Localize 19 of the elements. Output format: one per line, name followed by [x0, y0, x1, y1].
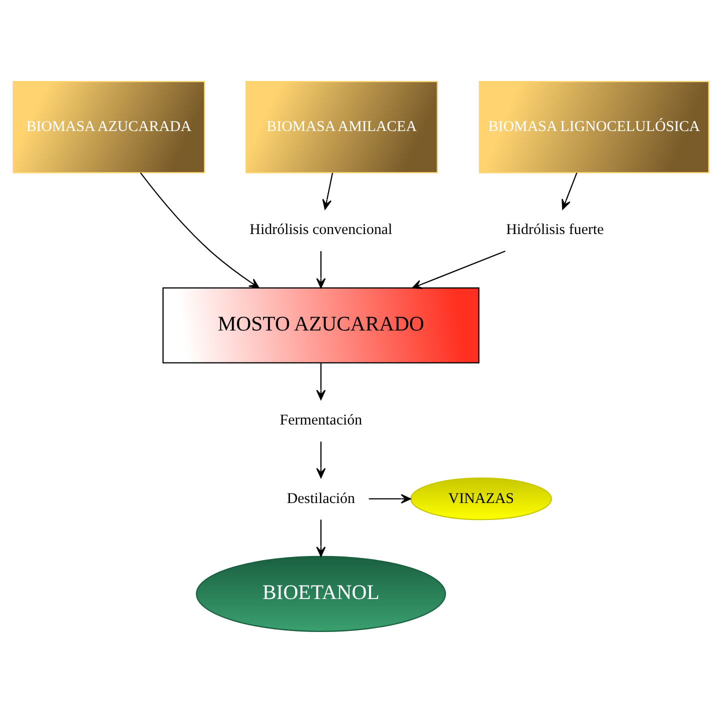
arrow [140, 172, 260, 288]
arrow [316, 442, 326, 478]
node-ellipse: VINAZAS [410, 478, 552, 520]
node-ellipse: BIOETANOL [196, 556, 446, 632]
arrow [562, 172, 578, 210]
arrow [316, 251, 326, 288]
arrow [316, 520, 326, 557]
arrow [322, 172, 334, 210]
arrow [316, 363, 326, 400]
node-text: Destilación [286, 490, 356, 507]
node-text: Hidrólisis fuerte [506, 222, 604, 238]
arrow [412, 250, 506, 289]
node-text: Fermentación [280, 412, 362, 428]
arrow [368, 494, 412, 504]
node-box: BIOMASA AZUCARADA [12, 81, 206, 174]
node-box: MOSTO AZUCARADO [162, 287, 480, 364]
node-box: BIOMASA LIGNOCELULÓSICA [478, 81, 710, 174]
node-box: BIOMASA AMILACEA [245, 81, 438, 174]
node-text: Hidrólisis convencional [250, 222, 392, 238]
